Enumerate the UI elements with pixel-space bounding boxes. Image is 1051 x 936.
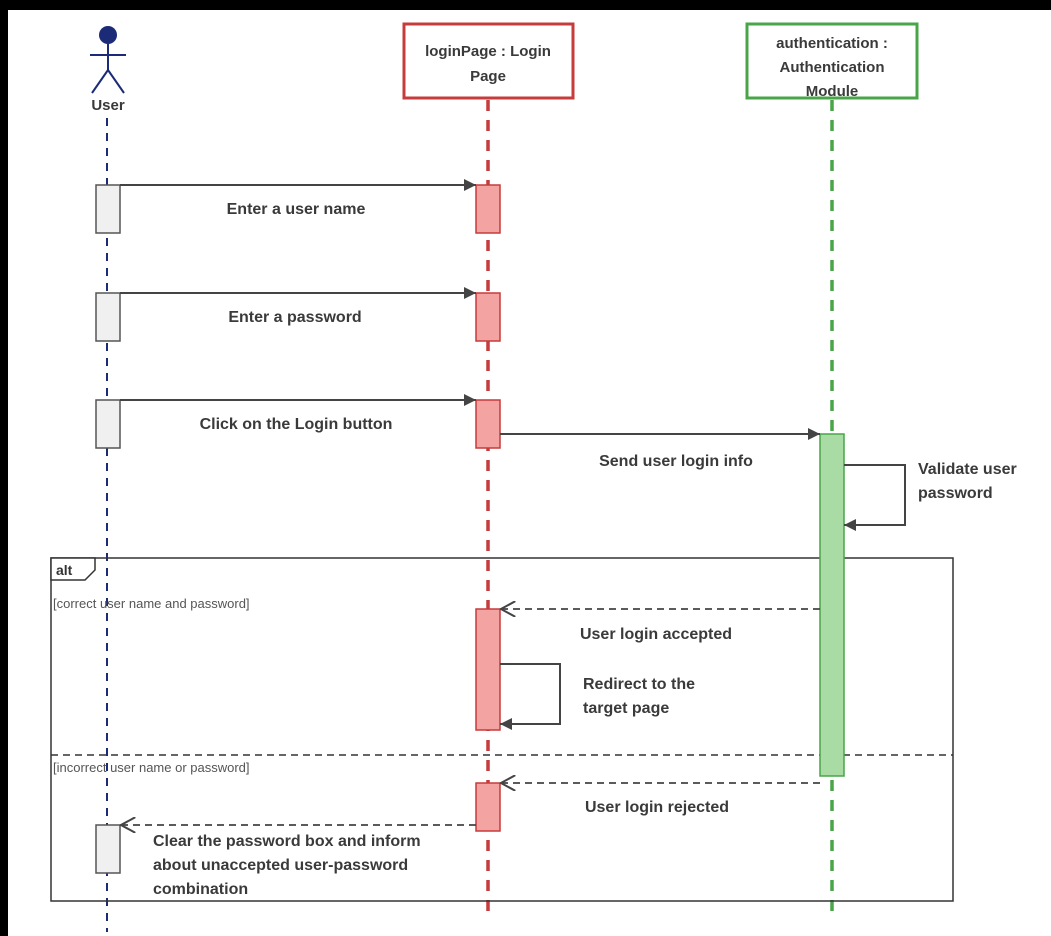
message-label: combination bbox=[153, 881, 248, 898]
user-activation bbox=[95, 824, 121, 874]
message-label: password bbox=[918, 485, 993, 502]
fragment-guard: [incorrect user name or password] bbox=[53, 760, 250, 775]
fragment-operator: alt bbox=[56, 562, 73, 578]
self-message-arrow bbox=[500, 663, 561, 730]
login-page-activation bbox=[475, 399, 501, 449]
user-activation bbox=[95, 292, 121, 342]
message-login-accepted: User login accepted bbox=[501, 609, 820, 643]
participant-label: Module bbox=[806, 83, 859, 100]
participant-label: Page bbox=[470, 68, 506, 85]
fragment-frame bbox=[50, 557, 954, 902]
login-page-activation bbox=[475, 292, 501, 342]
message-label: Clear the password box and inform bbox=[153, 833, 421, 850]
user-activation bbox=[95, 399, 121, 449]
message-validate-password: Validate user password bbox=[844, 461, 1017, 531]
message-enter-password: Enter a password bbox=[120, 287, 476, 326]
self-message-arrow bbox=[844, 464, 906, 531]
login-page-activation bbox=[475, 782, 501, 832]
message-click-login: Click on the Login button bbox=[120, 394, 476, 433]
message-label: about unaccepted user-password bbox=[153, 857, 408, 874]
message-clear-password: Clear the password box and inform about … bbox=[121, 825, 476, 898]
message-redirect: Redirect to the target page bbox=[500, 663, 695, 730]
message-label: Enter a password bbox=[228, 309, 361, 326]
actor-head-icon bbox=[99, 26, 117, 44]
message-send-login-info: Send user login info bbox=[500, 428, 820, 470]
login-page-activation bbox=[475, 184, 501, 234]
login-page-activation bbox=[475, 608, 501, 731]
message-label: User login rejected bbox=[585, 799, 729, 816]
message-label: target page bbox=[583, 700, 669, 717]
message-label: Send user login info bbox=[599, 453, 753, 470]
user-activation bbox=[95, 184, 121, 234]
message-label: Redirect to the bbox=[583, 676, 695, 693]
fragment-guard: [correct user name and password] bbox=[53, 596, 250, 611]
alt-fragment: alt [correct user name and password] [in… bbox=[50, 557, 954, 902]
participant-label: Authentication bbox=[780, 59, 885, 76]
participant-login-page: loginPage : Login Page bbox=[402, 22, 575, 100]
auth-module-activation bbox=[819, 433, 845, 777]
message-label: User login accepted bbox=[580, 626, 732, 643]
message-label: Validate user bbox=[918, 461, 1017, 478]
message-enter-user-name: Enter a user name bbox=[120, 179, 476, 218]
message-login-rejected: User login rejected bbox=[501, 783, 820, 816]
participant-authentication-module: authentication : Authentication Module bbox=[745, 22, 919, 100]
participant-label: loginPage : Login bbox=[425, 43, 551, 60]
participant-label: authentication : bbox=[776, 35, 888, 52]
diagram-background bbox=[8, 10, 1051, 936]
message-label: Enter a user name bbox=[227, 201, 366, 218]
message-label: Click on the Login button bbox=[200, 416, 393, 433]
fragment-operator-tab bbox=[50, 557, 96, 581]
user-actor: User bbox=[90, 26, 126, 114]
actor-name: User bbox=[91, 97, 125, 114]
